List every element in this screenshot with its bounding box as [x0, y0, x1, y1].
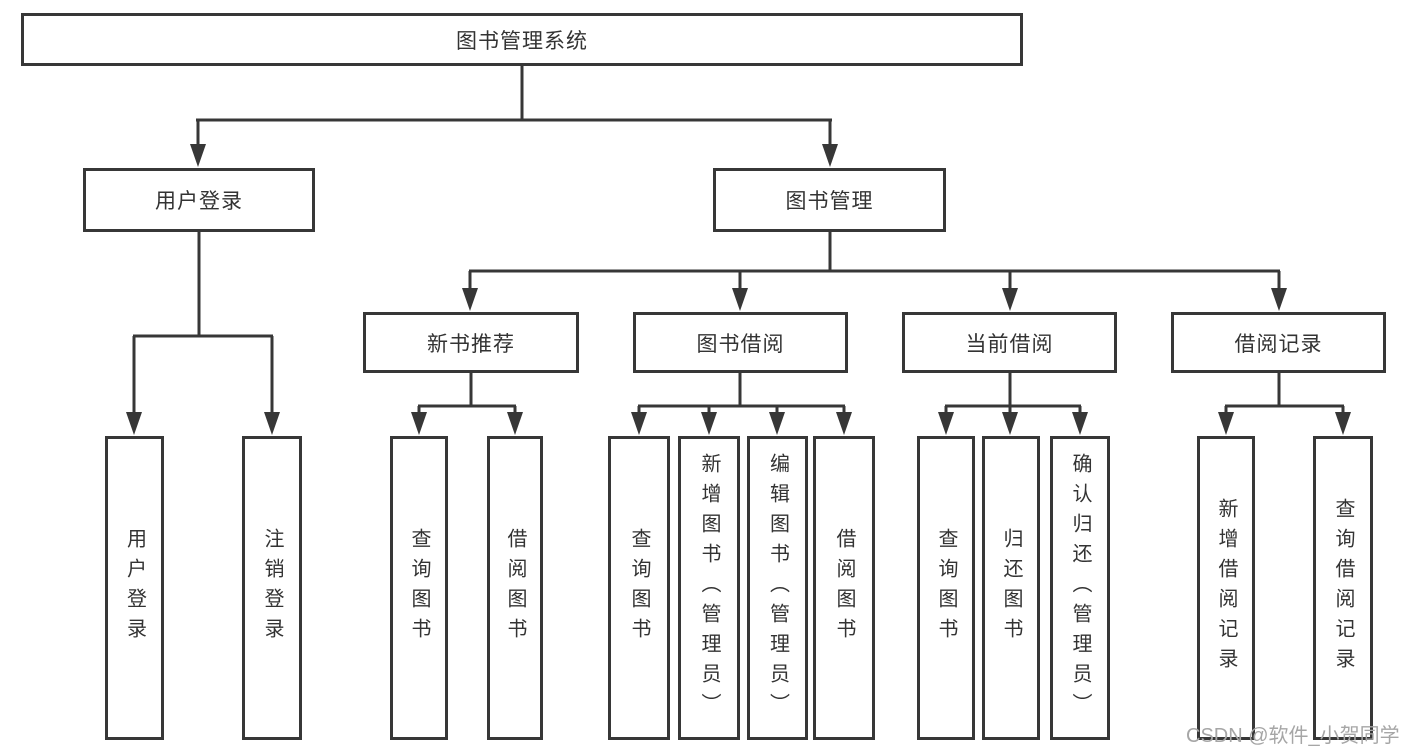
connector-borrow-records: [1224, 373, 1345, 416]
arrowheads: [126, 144, 1351, 435]
arrow-down-icon: [1335, 412, 1351, 435]
leaf-label: 查询图书: [935, 528, 957, 648]
node-book-management: 图书管理: [713, 168, 946, 232]
leaf-label: 新增借阅记录: [1215, 498, 1237, 678]
leaf-query-borrow-record: 查询借阅记录: [1313, 436, 1373, 740]
leaf-edit-books-admin: 编辑图书（管理员）: [747, 436, 808, 740]
leaf-label: 用户登录: [123, 528, 146, 648]
node-current-borrow: 当前借阅: [902, 312, 1117, 373]
arrow-down-icon: [1002, 288, 1018, 311]
leaf-return-books: 归还图书: [982, 436, 1040, 740]
leaf-borrow-books: 借阅图书: [813, 436, 875, 740]
leaf-label: 编辑图书（管理员）: [766, 453, 789, 723]
arrow-down-icon: [190, 144, 206, 167]
leaf-label: 新增图书（管理员）: [698, 453, 720, 723]
node-book-borrow: 图书借阅: [633, 312, 848, 373]
connector-user-login: [132, 232, 274, 416]
arrow-down-icon: [1271, 288, 1287, 311]
connector-root: [196, 66, 832, 150]
arrow-down-icon: [1002, 412, 1018, 435]
leaf-confirm-return-admin: 确认归还（管理员）: [1050, 436, 1110, 740]
arrow-down-icon: [769, 412, 785, 435]
csdn-watermark: CSDN @软件_小贺同学: [1186, 725, 1400, 747]
leaf-label: 查询图书: [408, 528, 430, 648]
arrow-down-icon: [126, 412, 142, 435]
node-borrow-records: 借阅记录: [1171, 312, 1386, 373]
leaf-label: 查询图书: [628, 528, 650, 648]
leaf-label: 归还图书: [1000, 528, 1022, 648]
connector-current-borrow: [944, 373, 1082, 416]
leaf-label: 确认归还（管理员）: [1069, 453, 1091, 723]
leaf-label: 注销登录: [261, 528, 283, 648]
arrow-down-icon: [631, 412, 647, 435]
arrow-down-icon: [732, 288, 748, 311]
leaf-label: 借阅图书: [833, 528, 855, 648]
leaf-add-books-admin: 新增图书（管理员）: [678, 436, 740, 740]
leaf-query-books-recommend: 查询图书: [390, 436, 448, 740]
leaf-user-login: 用户登录: [105, 436, 164, 740]
arrow-down-icon: [264, 412, 280, 435]
node-library-management-system: 图书管理系统: [21, 13, 1023, 66]
leaf-label: 借阅图书: [504, 528, 526, 648]
leaf-add-borrow-record: 新增借阅记录: [1197, 436, 1255, 740]
node-user-login: 用户登录: [83, 168, 315, 232]
leaf-borrow-books-recommend: 借阅图书: [487, 436, 543, 740]
connector-book-borrow: [637, 373, 846, 416]
connector-new-book-recommend: [417, 373, 517, 416]
node-new-book-recommend: 新书推荐: [363, 312, 579, 373]
arrow-down-icon: [462, 288, 478, 311]
connector-book-management: [468, 232, 1281, 292]
arrow-down-icon: [1072, 412, 1088, 435]
leaf-query-books-borrow: 查询图书: [608, 436, 670, 740]
arrow-down-icon: [1218, 412, 1234, 435]
arrow-down-icon: [836, 412, 852, 435]
leaf-query-books-current: 查询图书: [917, 436, 975, 740]
arrow-down-icon: [507, 412, 523, 435]
leaf-logout: 注销登录: [242, 436, 302, 740]
arrow-down-icon: [938, 412, 954, 435]
arrow-down-icon: [701, 412, 717, 435]
arrow-down-icon: [411, 412, 427, 435]
leaf-label: 查询借阅记录: [1332, 498, 1354, 678]
arrow-down-icon: [822, 144, 838, 167]
